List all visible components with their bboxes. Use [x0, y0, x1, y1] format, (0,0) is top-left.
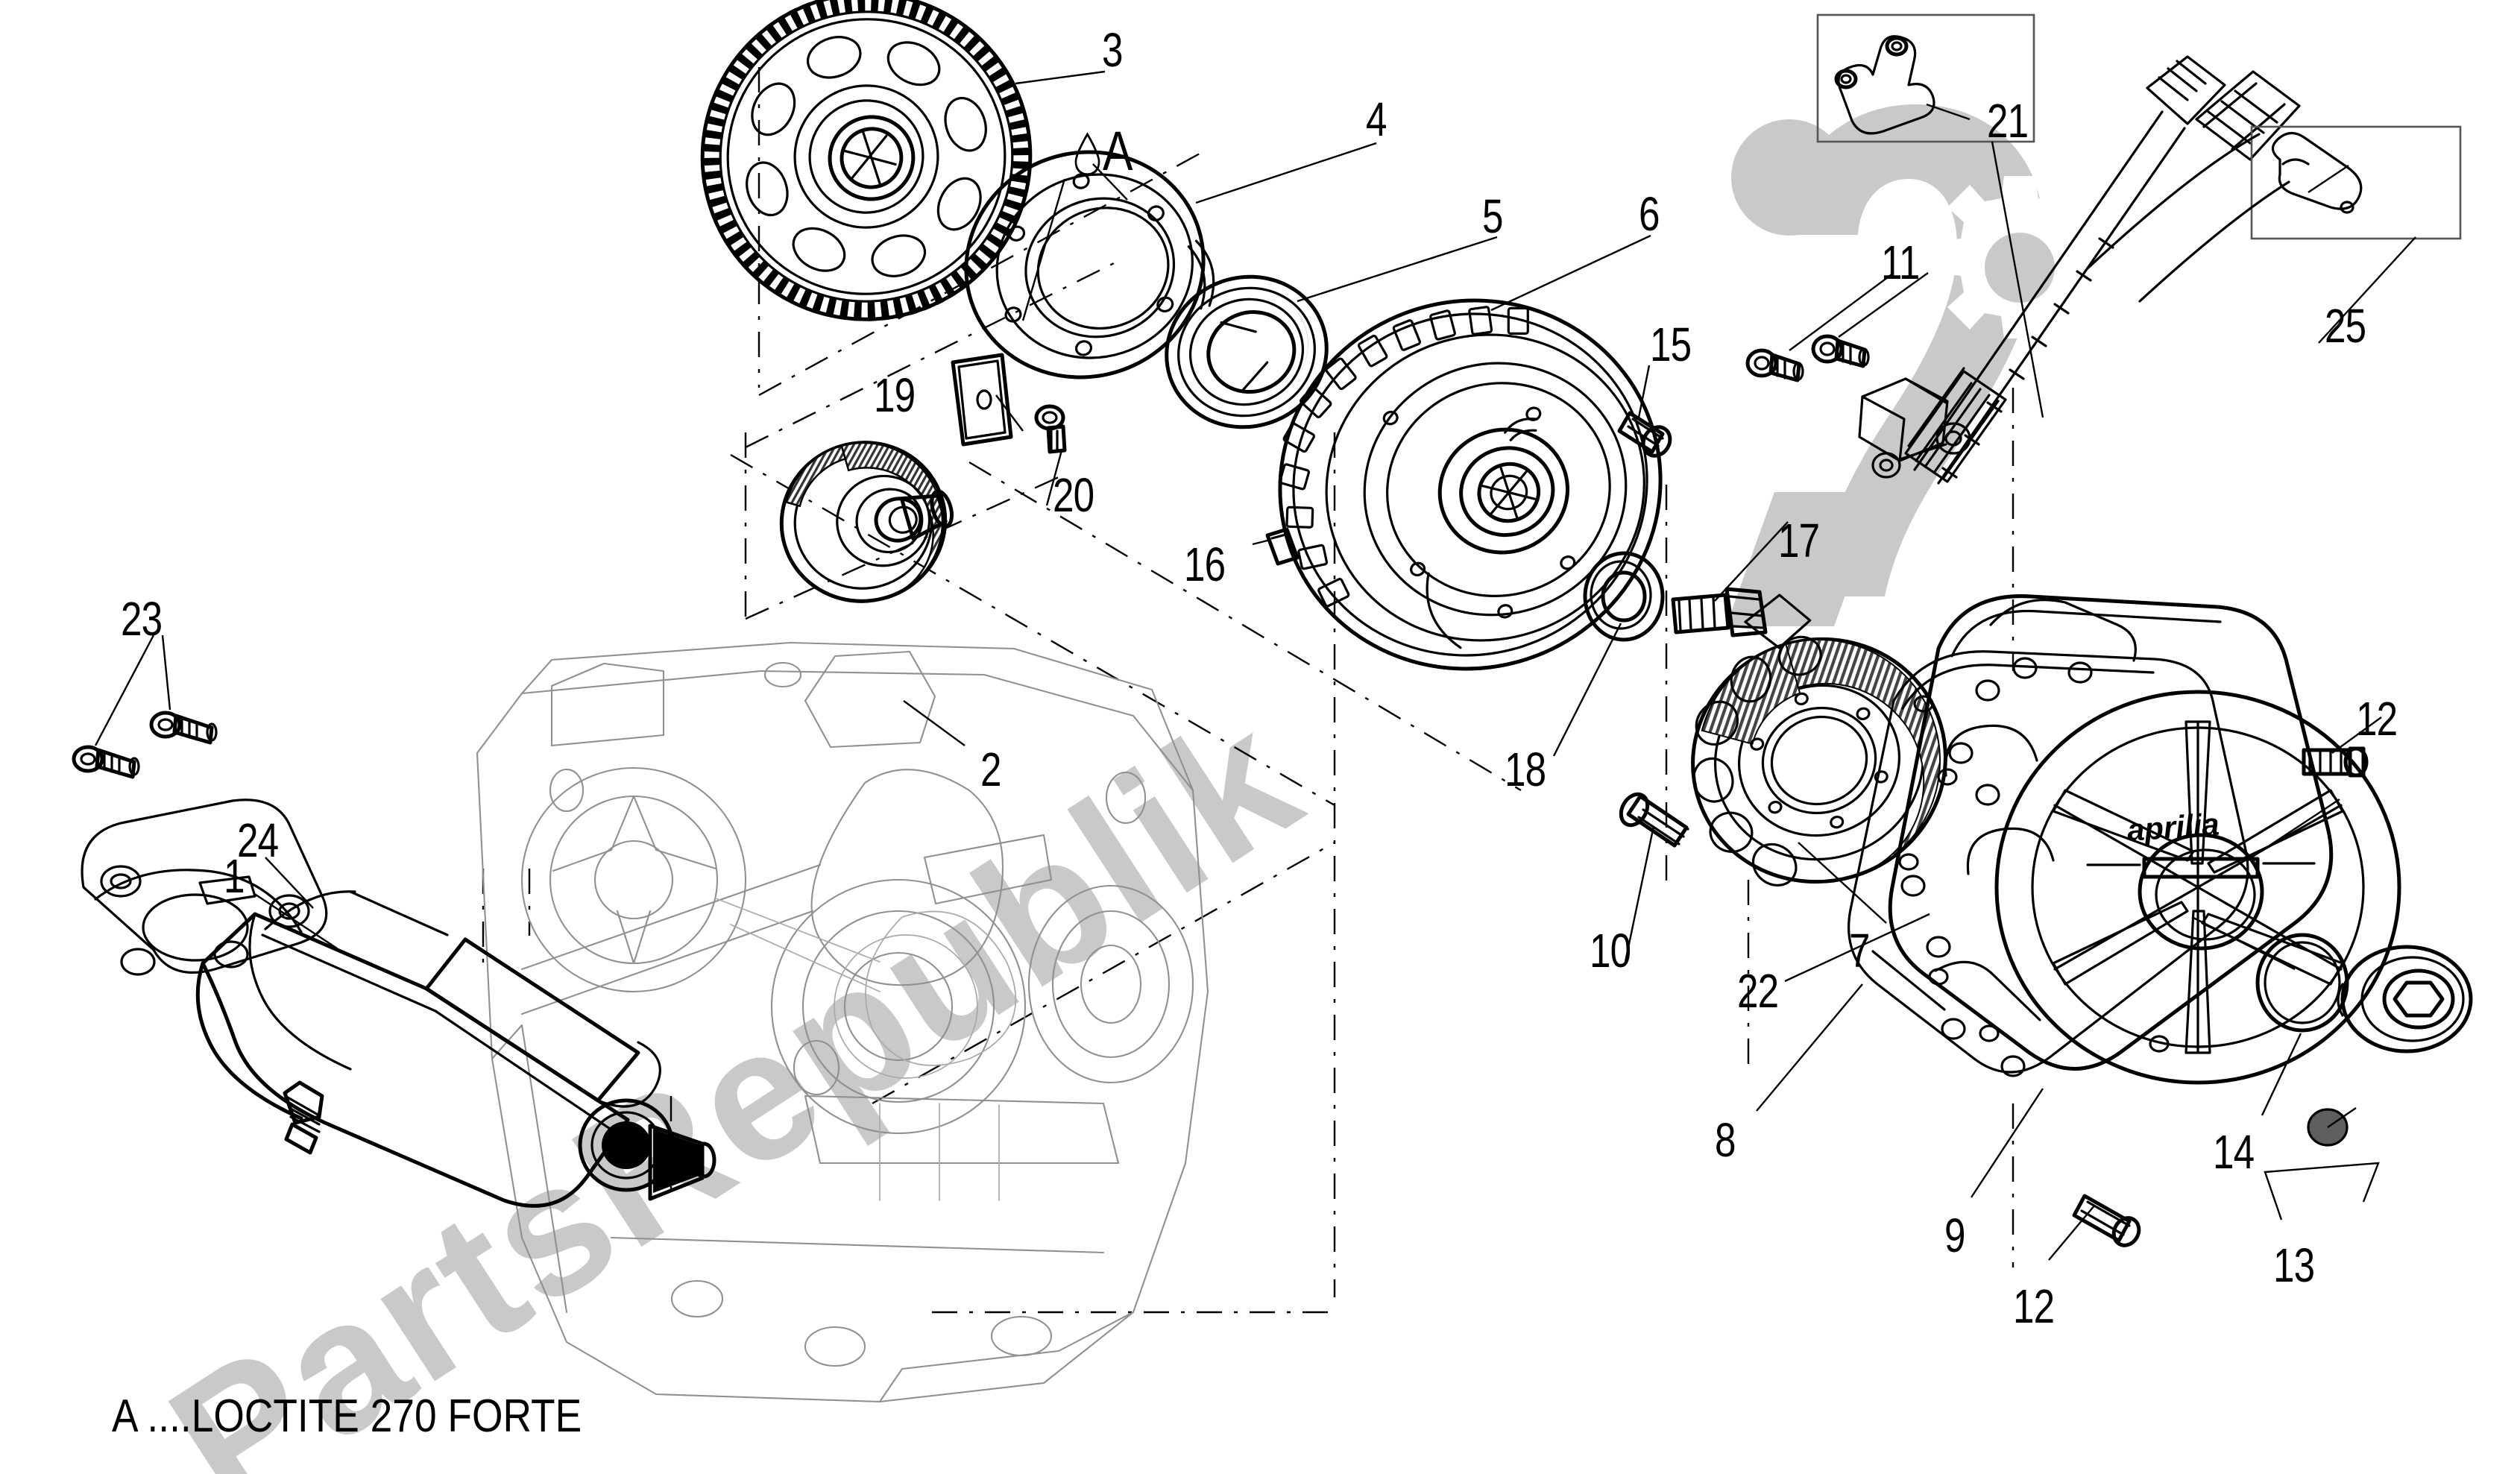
bolt-part17 [1671, 587, 1768, 637]
callout-11: 11 [1881, 236, 1920, 289]
pickup-screws-part11 [1745, 334, 1870, 382]
connector-plug-a [2146, 55, 2226, 125]
callout-12-lower: 12 [2013, 1279, 2055, 1333]
callout-1: 1 [224, 849, 245, 903]
dowel-pin-part9 [2072, 1194, 2141, 1247]
aprilia-brand-text: aprilia [2126, 806, 2220, 848]
callout-21: 21 [1987, 94, 2029, 148]
flywheel-rotor-part6 [1278, 298, 1663, 671]
callout-3: 3 [1102, 23, 1123, 77]
callout-4: 4 [1366, 92, 1387, 146]
bracket-bolts-part23 [72, 711, 218, 779]
oil-drop-marker: A [1072, 119, 1133, 183]
stator-screw-part10 [1619, 792, 1689, 848]
oil-marker-letter: A [1103, 120, 1133, 182]
callout-25: 25 [2325, 299, 2366, 353]
callout-13: 13 [2273, 1238, 2315, 1292]
screw-part20 [1034, 404, 1067, 454]
harness-cable [1904, 55, 2301, 485]
washer-part18 [1583, 551, 1665, 642]
callout-24: 24 [237, 813, 279, 867]
retaining-plate-part19 [951, 353, 1013, 447]
leader-lines [94, 70, 2416, 1261]
callout-6: 6 [1639, 187, 1660, 241]
woodruff-key-part16 [1265, 527, 1300, 566]
starter-motor-part1 [195, 890, 716, 1208]
callout-17: 17 [1778, 514, 1820, 567]
callout-8: 8 [1715, 1113, 1736, 1167]
callout-23: 23 [121, 592, 163, 646]
freewheel-bearing-part5 [1165, 274, 1329, 429]
starter-idle-gear-part2 [779, 441, 954, 603]
inset-box-21 [1816, 13, 2035, 143]
engine-crankcase-ghost [476, 641, 1209, 1403]
loctite-footnote: A ....LOCTITE 270 FORTE [112, 1390, 582, 1442]
callout-10: 10 [1590, 924, 1631, 977]
construction-lines [482, 67, 2015, 1314]
callout-9: 9 [1944, 1209, 1965, 1262]
crankcase-cover-part8: aprilia [1888, 594, 2401, 1085]
connector-plug-b [2195, 70, 2301, 161]
stator-gasket-part22 [1848, 650, 2249, 1074]
cable-gland [1904, 367, 2007, 483]
inset-box-25 [2086, 125, 2462, 303]
callout-5: 5 [1482, 189, 1503, 243]
callout-20: 20 [1053, 468, 1094, 522]
oil-drop-icon [1074, 132, 1100, 176]
callout-15: 15 [1650, 318, 1692, 371]
callout-12-upper: 12 [2356, 692, 2398, 746]
starter-bracket-part24 [81, 799, 328, 976]
stator-part7 [1691, 593, 1947, 886]
callout-14: 14 [2213, 1125, 2255, 1179]
starter-driven-gear-part3 [700, 0, 1033, 321]
flange-plate-part4 [964, 150, 1215, 379]
cover-bolt-upper-part12 [2302, 746, 2369, 778]
inspection-cap-part13 [2307, 945, 2473, 1147]
callout-19: 19 [874, 368, 916, 422]
callout-2: 2 [980, 743, 1001, 796]
callout-18: 18 [1505, 743, 1546, 796]
callout-16: 16 [1184, 538, 1226, 591]
flywheel-bolt-part15 [1617, 411, 1672, 458]
callout-7: 7 [1849, 924, 1870, 977]
callout-22: 22 [1737, 964, 1779, 1018]
